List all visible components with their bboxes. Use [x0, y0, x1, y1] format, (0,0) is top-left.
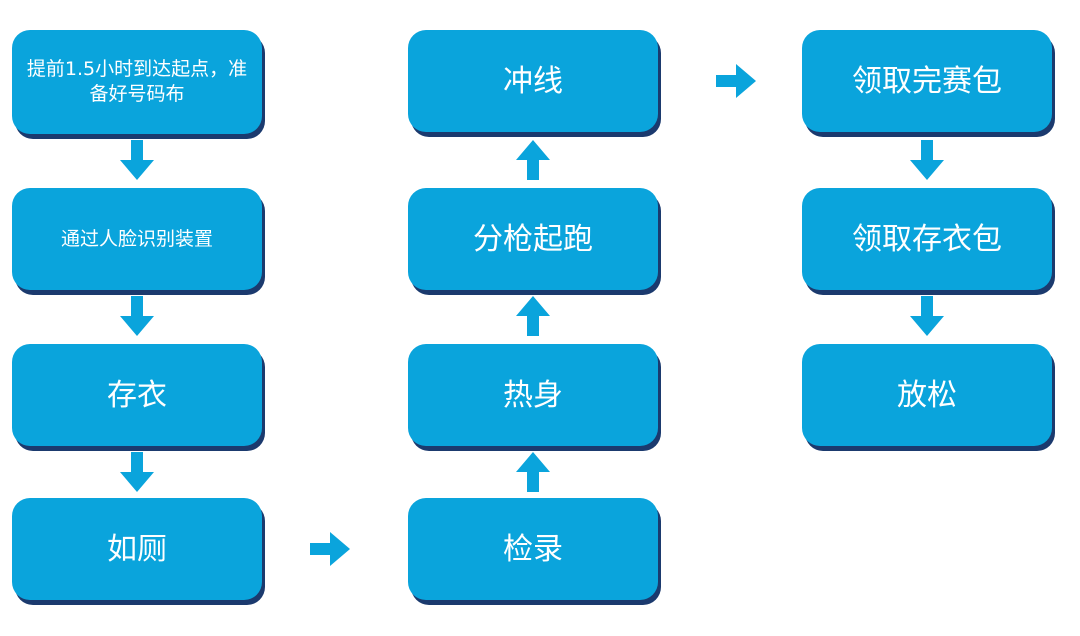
- arrow-right-icon: [310, 532, 350, 566]
- step-warm-up: 热身: [408, 344, 658, 446]
- step-bag-drop: 存衣: [12, 344, 262, 446]
- arrow-down-icon: [910, 296, 944, 336]
- step-wave-start: 分枪起跑: [408, 188, 658, 290]
- arrow-down-icon: [910, 140, 944, 180]
- arrow-down-icon: [120, 452, 154, 492]
- step-restroom: 如厕: [12, 498, 262, 600]
- step-relax: 放松: [802, 344, 1052, 446]
- arrow-up-icon: [516, 452, 550, 492]
- step-finisher-pack: 领取完赛包: [802, 30, 1052, 132]
- arrow-down-icon: [120, 140, 154, 180]
- arrow-up-icon: [516, 296, 550, 336]
- arrow-right-icon: [716, 64, 756, 98]
- step-bag-pickup: 领取存衣包: [802, 188, 1052, 290]
- arrow-down-icon: [120, 296, 154, 336]
- step-face-recognition: 通过人脸识别装置: [12, 188, 262, 290]
- step-arrive: 提前1.5小时到达起点，准备好号码布: [12, 30, 262, 134]
- arrow-up-icon: [516, 140, 550, 180]
- step-finish: 冲线: [408, 30, 658, 132]
- step-check-in: 检录: [408, 498, 658, 600]
